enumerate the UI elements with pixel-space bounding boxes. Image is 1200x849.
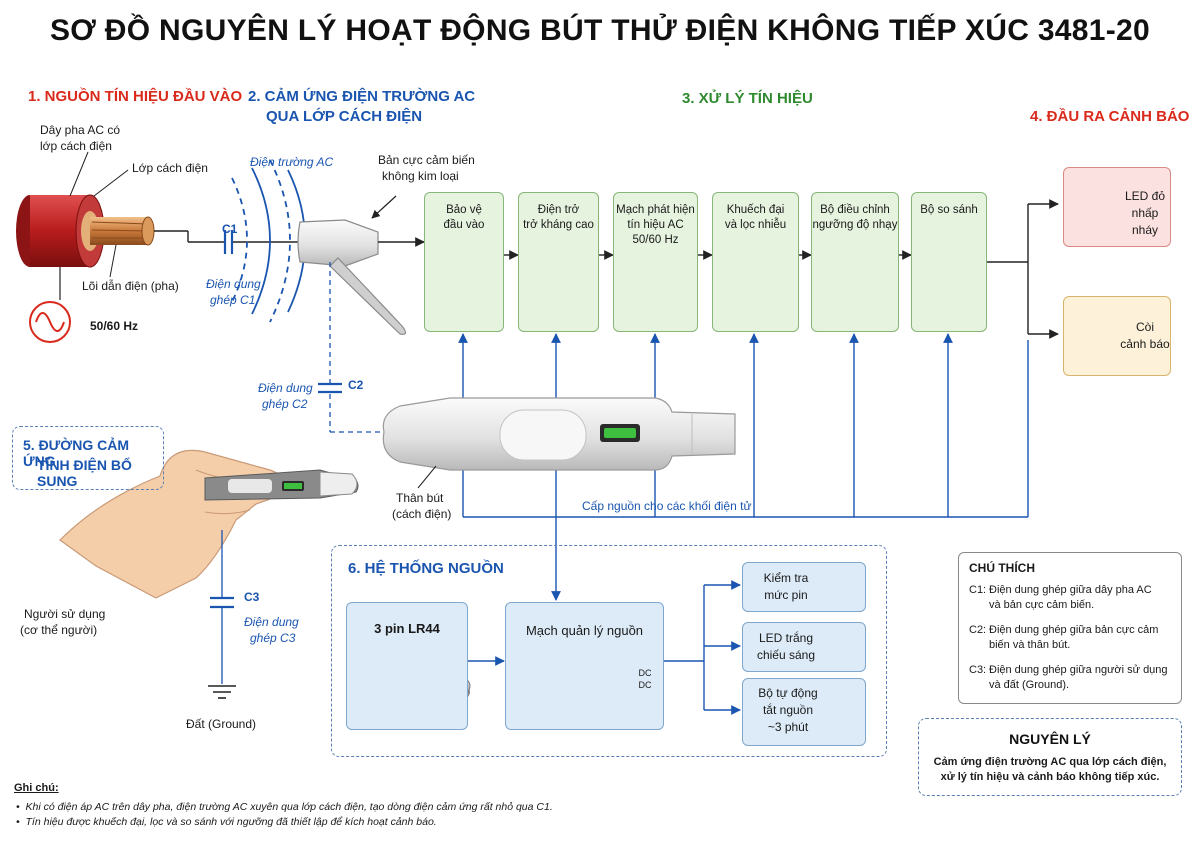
label-core: Lõi dẫn điện (pha) xyxy=(82,279,179,293)
principle-title: NGUYÊN LÝ xyxy=(1009,731,1091,747)
block-comparator: Bộ so sánh xyxy=(911,192,987,332)
section-5-title-line2: TĨNH ĐIỆN BỔ SUNG xyxy=(37,457,132,489)
pointer-electrode xyxy=(371,195,397,219)
capacitor-c3-symbol xyxy=(210,596,234,609)
notes-title: Ghi chú: xyxy=(14,782,59,794)
note-1: Khi có điện áp AC trên dây pha, điện trư… xyxy=(25,801,553,813)
label-insulation: Lớp cách điện xyxy=(132,161,208,175)
section-6-title: 6. HỆ THỐNG NGUỒN xyxy=(348,560,504,577)
pointer-pen-body xyxy=(417,465,437,489)
legend-box: CHÚ THÍCH C1:Điện dung ghép giữa dây pha… xyxy=(958,552,1182,704)
label-electrode-line1: Bản cực cảm biến xyxy=(378,153,475,167)
label-electrode-line2: không kim loại xyxy=(382,169,459,183)
pointer-insulation xyxy=(93,169,129,197)
label-pen-body-line2: (cách điện) xyxy=(392,507,452,521)
label-wire-line1: Dây pha AC có xyxy=(40,123,121,137)
label-c2-line2: ghép C2 xyxy=(262,397,308,411)
battery-box: 3 pin LR44 xyxy=(346,602,468,730)
label-c2-line1: Điện dung xyxy=(258,381,313,395)
label-user-line2: (cơ thể người) xyxy=(20,623,98,637)
label-ac-field: Điện trường AC xyxy=(250,155,334,169)
label-c3-line2: ghép C3 xyxy=(250,631,296,645)
label-pen-body-line1: Thân bút xyxy=(396,491,444,505)
sensor-electrode-illustration xyxy=(297,219,407,335)
ac-wire-illustration xyxy=(16,194,155,268)
notes-list: • Khi có điện áp AC trên dây pha, điện t… xyxy=(16,801,553,828)
label-c3: C3 xyxy=(244,590,260,604)
label-ground: Đất (Ground) xyxy=(186,717,257,731)
label-c1-line1: Điện dung xyxy=(206,277,261,291)
battery-label: 3 pin LR44 xyxy=(374,621,440,636)
label-c3-line1: Điện dung xyxy=(244,615,299,629)
label-c2: C2 xyxy=(348,378,364,392)
label-power-supply-bus: Cấp nguồn cho các khối điện tử xyxy=(582,499,752,513)
legend-title: CHÚ THÍCH xyxy=(969,561,1035,575)
power-manager-label: Mạch quản lý nguồn xyxy=(525,623,644,638)
section-1-title: 1. NGUỒN TÍN HIỆU ĐẦU VÀO xyxy=(28,88,243,105)
label-c1: C1 xyxy=(222,222,238,236)
pen-body-illustration xyxy=(382,397,736,471)
label-user-line1: Người sử dụng xyxy=(24,607,106,621)
label-frequency: 50/60 Hz xyxy=(90,319,139,333)
principle-box: NGUYÊN LÝ Cảm ứng điện trường AC qua lớp… xyxy=(918,718,1182,796)
pointer-wire xyxy=(69,151,89,197)
ground-icon xyxy=(208,685,236,699)
capacitor-c2-symbol xyxy=(318,382,342,394)
section-5-box: 5. ĐƯỜNG CẢM ỨNG TĨNH ĐIỆN BỔ SUNG xyxy=(12,426,164,490)
pointer-core xyxy=(109,244,117,278)
page-title: SƠ ĐỒ NGUYÊN LÝ HOẠT ĐỘNG BÚT THỬ ĐIỆN K… xyxy=(49,14,1151,47)
section-2-title-line1: 2. CẢM ỨNG ĐIỆN TRƯỜNG AC xyxy=(248,88,476,105)
section-6-box: 6. HỆ THỐNG NGUỒN xyxy=(331,545,887,757)
label-c1-line2: ghép C1 xyxy=(210,293,256,307)
section-4-title: 4. ĐẦU RA CẢNH BÁO xyxy=(1030,108,1190,125)
section-3-title: 3. XỬ LÝ TÍN HIỆU xyxy=(682,90,813,107)
section-2-title-line2: QUA LỚP CÁCH ĐIỆN xyxy=(266,108,423,125)
label-wire-line2: lớp cách điện xyxy=(40,139,112,153)
note-2: Tín hiệu được khuếch đại, lọc và so sánh… xyxy=(25,816,437,828)
capacitor-c1-symbol xyxy=(223,230,234,254)
user-hand-illustration xyxy=(59,449,359,599)
section-5-title-line1: 5. ĐƯỜNG CẢM ỨNG xyxy=(23,437,130,469)
